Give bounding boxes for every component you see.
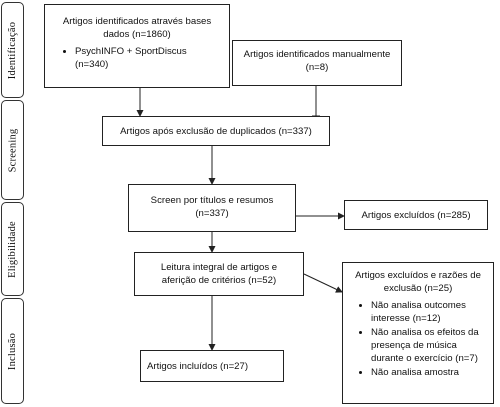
identified-databases-bullets: PsychINFO + SportDiscus (n=340) (53, 45, 221, 71)
stage-screening: Screening (1, 100, 24, 200)
excluded-screen-text: Artigos excluídos (n=285) (361, 210, 471, 221)
arrow-fullread-to-excluded (303, 273, 343, 293)
stage-screening-label: Screening (7, 128, 19, 172)
stage-identification: Identificação (1, 2, 24, 98)
bullet-item: Não analisa os efeitos da presença de mú… (371, 326, 487, 365)
stage-eligibility: Eligibilidade (1, 202, 24, 296)
stage-inclusion-label: Inclusão (7, 332, 19, 370)
box-identified-databases: Artigos identificados através bases dado… (44, 4, 230, 88)
identified-manual-text: Artigos identificados manualmente (n=8) (243, 49, 391, 73)
identified-databases-text: Artigos identificados através bases dado… (62, 16, 212, 40)
box-after-duplicates: Artigos após exclusão de duplicados (n=3… (102, 116, 330, 146)
excluded-full-read-bullets: Não analisa outcomes interesse (n=12) Nã… (349, 299, 487, 379)
after-duplicates-text: Artigos após exclusão de duplicados (n=3… (120, 126, 312, 137)
screen-text: Screen por títulos e resumos (n=337) (150, 195, 274, 219)
box-excluded-full-read: Artigos excluídos e razões de exclusão (… (342, 262, 494, 404)
box-identified-manual: Artigos identificados manualmente (n=8) (232, 40, 402, 86)
box-full-read: Leitura integral de artigos e aferição d… (134, 252, 304, 296)
bullet-item: Não analisa outcomes interesse (n=12) (371, 299, 487, 325)
excluded-full-read-text: Artigos excluídos e razões de exclusão (… (355, 270, 481, 294)
bullet-item: Não analisa amostra (371, 366, 487, 379)
full-read-text: Leitura integral de artigos e aferição d… (160, 262, 278, 286)
box-screen: Screen por títulos e resumos (n=337) (128, 184, 296, 232)
included-text: Artigos incluídos (n=27) (147, 361, 249, 372)
bullet-item: PsychINFO + SportDiscus (n=340) (75, 45, 221, 71)
box-excluded-screen: Artigos excluídos (n=285) (344, 200, 488, 230)
stage-identification-label: Identificação (7, 21, 18, 79)
stage-eligibility-label: Eligibilidade (7, 220, 18, 278)
box-included: Artigos incluídos (n=27) (140, 350, 284, 382)
stage-inclusion: Inclusão (1, 298, 24, 404)
